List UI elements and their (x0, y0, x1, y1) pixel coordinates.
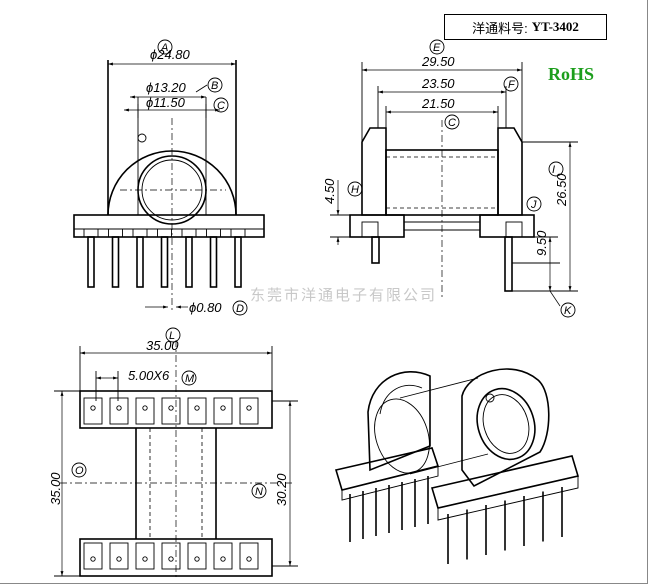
dim-e-tag: E (433, 42, 441, 54)
pin-hole-top (90, 405, 96, 411)
pin-hole-bottom (220, 556, 226, 562)
bottom-view: 35.00 L 5.00X6 M 35.00 O 30.20 N (48, 327, 298, 580)
pin-hole-bottom (90, 556, 96, 562)
pin-hole-top (194, 405, 200, 411)
base-notch (108, 228, 123, 238)
pin-pad-bottom (135, 542, 155, 570)
dim-o-tag: O (75, 465, 84, 477)
base-notch (206, 228, 221, 238)
pin-hole-top (220, 405, 226, 411)
part-number-box: 洋通料号: YT-3402 (444, 14, 607, 40)
watermark-text: 东莞市洋通电子有限公司 (250, 286, 437, 304)
dim-c-value: ϕ11.50 (146, 95, 186, 110)
front-view: ϕ24.80 A ϕ13.20 B ϕ11.50 C ϕ0.80 D (73, 39, 265, 316)
pin-hole-top (116, 405, 122, 411)
pin-hole-bottom (168, 556, 174, 562)
dim-f-value: 23.50 (421, 76, 455, 91)
pin-hole-bottom (142, 556, 148, 562)
pin-hole-top (246, 405, 252, 411)
base-notch (83, 228, 99, 238)
dim-d-tag: D (236, 303, 244, 315)
pin-pad-bottom (239, 542, 259, 570)
dim-j-value: 9.50 (534, 230, 549, 256)
pin-pad-bottom (161, 542, 181, 570)
side-view: 29.50 E 23.50 F 21.50 C 4.50 H 26.50 I (322, 39, 578, 318)
dim-l-tag: L (169, 330, 175, 342)
dim-e-value: 29.50 (421, 54, 455, 69)
pin-hole-top (168, 405, 174, 411)
pin-pad-bottom (187, 542, 207, 570)
pin-pad-top (213, 397, 233, 425)
pin (160, 236, 169, 288)
dim-i-tag: I (552, 164, 555, 176)
dim-h-value: 4.50 (322, 178, 337, 204)
pin (87, 236, 95, 288)
pin-pad-bottom (83, 542, 103, 570)
pin-pad-top (161, 397, 181, 425)
dim-a-tag: A (160, 42, 168, 54)
dim-c-tag: C (217, 100, 225, 112)
pin-pad-top (187, 397, 207, 425)
pin (185, 236, 193, 288)
dim-a-value: ϕ24.80 (150, 47, 191, 62)
pin-pad-bottom (109, 542, 129, 570)
dim-d-value: ϕ0.80 (189, 300, 222, 315)
dim-m-tag: M (185, 373, 195, 385)
pin-pad-bottom (213, 542, 233, 570)
pin-hole-top (142, 405, 148, 411)
pin (136, 236, 144, 288)
pin (209, 236, 218, 288)
pin-pad-top (109, 397, 129, 425)
pin-hole-bottom (194, 556, 200, 562)
dim-f-tag: F (508, 79, 516, 91)
dim-h-tag: H (351, 184, 359, 196)
isometric-view (334, 368, 580, 564)
rohs-mark: RoHS (548, 64, 595, 84)
dim-n-tag: N (255, 486, 263, 498)
base-notch (132, 228, 148, 238)
pin (111, 236, 120, 288)
dim-m-value: 5.00X6 (128, 368, 170, 383)
base-notch (181, 228, 197, 238)
dim-o-value: 35.00 (48, 472, 63, 505)
pin-pad-top (83, 397, 103, 425)
base-notch (157, 228, 172, 238)
pin (234, 236, 242, 288)
dim-b-tag: B (211, 80, 218, 92)
part-number-value: YT-3402 (531, 19, 579, 34)
dim-j-tag: J (530, 199, 537, 211)
dim-side-c-value: 21.50 (421, 96, 455, 111)
dim-side-c-tag: C (448, 117, 456, 129)
pin-hole-bottom (246, 556, 252, 562)
dim-b-value: ϕ13.20 (146, 80, 187, 95)
pin-pad-top (239, 397, 259, 425)
pin-pad-top (135, 397, 155, 425)
dim-n-value: 30.20 (274, 473, 289, 506)
dim-i-value: 26.50 (554, 173, 569, 207)
pin-hole-bottom (116, 556, 122, 562)
part-number-label: 洋通料号: (472, 20, 528, 36)
base-notch (230, 228, 246, 238)
dim-k-tag: K (564, 305, 572, 317)
